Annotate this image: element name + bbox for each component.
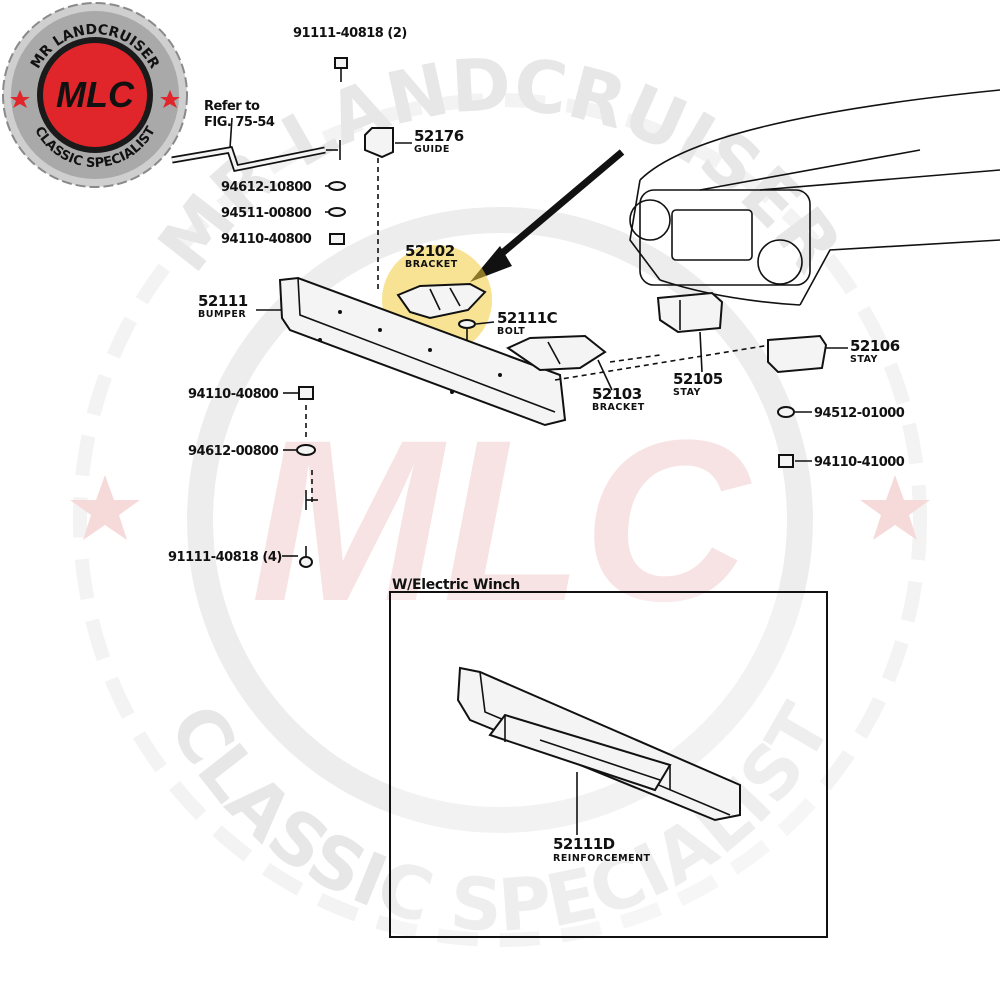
mlc-logo: MR LANDCRUISER CLASSIC SPECIALIST MLC bbox=[2, 2, 188, 188]
label-stay-name: STAY bbox=[673, 387, 701, 398]
logo-star-right-icon bbox=[160, 90, 180, 108]
watermark-star-left-icon bbox=[70, 475, 140, 540]
washer-icon bbox=[328, 207, 346, 217]
label-nut-4: 94612-00800 bbox=[188, 444, 279, 459]
watermark-star-right-icon bbox=[860, 475, 930, 540]
nut-right-icon bbox=[778, 454, 794, 468]
label-washer-1: 94511-00800 bbox=[221, 206, 312, 221]
bumper-icon bbox=[278, 276, 567, 427]
label-bumper-num: 52111 bbox=[198, 292, 248, 310]
label-stay-num: 52105 bbox=[673, 370, 723, 388]
nut-icon bbox=[329, 233, 345, 245]
label-bolt-c-num: 52111C bbox=[497, 309, 558, 327]
nut-lower-1-icon bbox=[298, 386, 314, 400]
label-washer-right: 94512-01000 bbox=[814, 406, 905, 421]
bolt-lower-icon bbox=[299, 546, 313, 568]
label-bracket-num: 52102 bbox=[405, 242, 455, 260]
label-guide-num: 52176 bbox=[414, 127, 464, 145]
vehicle-front-illustration bbox=[629, 89, 1000, 306]
bracket-52103-icon bbox=[505, 334, 607, 372]
label-reinf-name: REINFORCEMENT bbox=[553, 853, 651, 864]
logo-star-left-icon bbox=[10, 90, 30, 108]
nut-icon bbox=[328, 181, 346, 191]
stay-52106-icon bbox=[767, 334, 828, 374]
watermark-center-text: MLC bbox=[251, 392, 752, 649]
label-stay2-name: STAY bbox=[850, 354, 878, 365]
label-nut-3: 94110-40800 bbox=[188, 387, 279, 402]
label-guide-name: GUIDE bbox=[414, 144, 450, 155]
stay-52105-icon bbox=[656, 291, 724, 334]
washer-right-icon bbox=[777, 406, 795, 418]
label-nut-2: 94110-40800 bbox=[221, 232, 312, 247]
label-reinf-num: 52111D bbox=[553, 835, 615, 853]
label-bumper-name: BUMPER bbox=[198, 309, 246, 320]
label-bracket2-name: BRACKET bbox=[592, 402, 645, 413]
label-bolt-bottom: 91111-40818 (4) bbox=[168, 550, 282, 565]
link-rod bbox=[171, 117, 341, 173]
bracket-52102-icon bbox=[396, 282, 487, 320]
label-nut-1: 94612-10800 bbox=[221, 180, 312, 195]
label-bolt-c-name: BOLT bbox=[497, 326, 525, 337]
reinforcement-icon bbox=[488, 713, 672, 792]
label-stay2-num: 52106 bbox=[850, 337, 900, 355]
label-refer-fig: FIG. 75-54 bbox=[204, 115, 275, 130]
nut-lower-2-icon bbox=[296, 444, 316, 456]
label-nut-right: 94110-41000 bbox=[814, 455, 905, 470]
label-bracket2-num: 52103 bbox=[592, 385, 642, 403]
bolt-top-icon bbox=[334, 57, 348, 82]
label-refer-to: Refer to bbox=[204, 99, 260, 114]
guide-icon bbox=[364, 127, 394, 159]
logo-center-text: MLC bbox=[56, 74, 135, 115]
label-bolt-top: 91111-40818 (2) bbox=[293, 26, 407, 41]
label-bracket-name: BRACKET bbox=[405, 259, 458, 270]
label-winch-title: W/Electric Winch bbox=[392, 577, 520, 593]
